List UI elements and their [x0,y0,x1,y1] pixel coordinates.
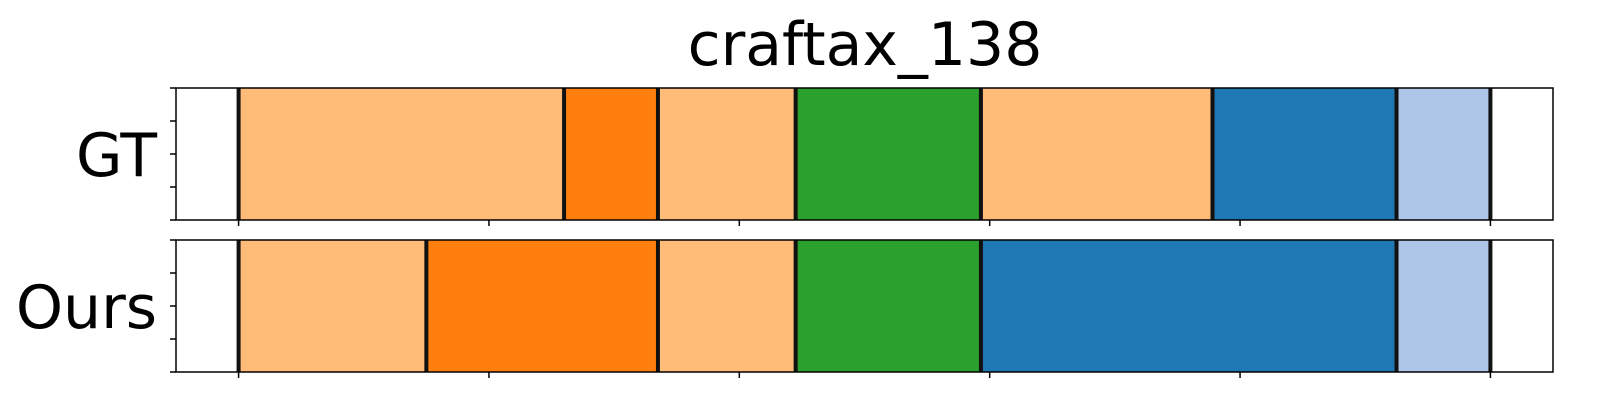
segment [795,88,981,220]
chart-title: craftax_138 [688,10,1043,80]
segment [1212,88,1397,220]
segment [564,88,658,220]
timeline-rows: GT Ours [16,87,1554,378]
segment [980,88,1213,220]
timeline-row-gt: GT [76,87,1554,226]
segment [980,240,1397,372]
segment [238,88,565,220]
row-label: GT [76,121,157,191]
segment [238,240,427,372]
segment [1396,240,1491,372]
segment [426,240,658,372]
segment [657,88,796,220]
segment [1396,88,1491,220]
row-label: Ours [16,273,157,343]
segment [795,240,981,372]
timeline-row-ours: Ours [16,239,1554,378]
segment [657,240,796,372]
